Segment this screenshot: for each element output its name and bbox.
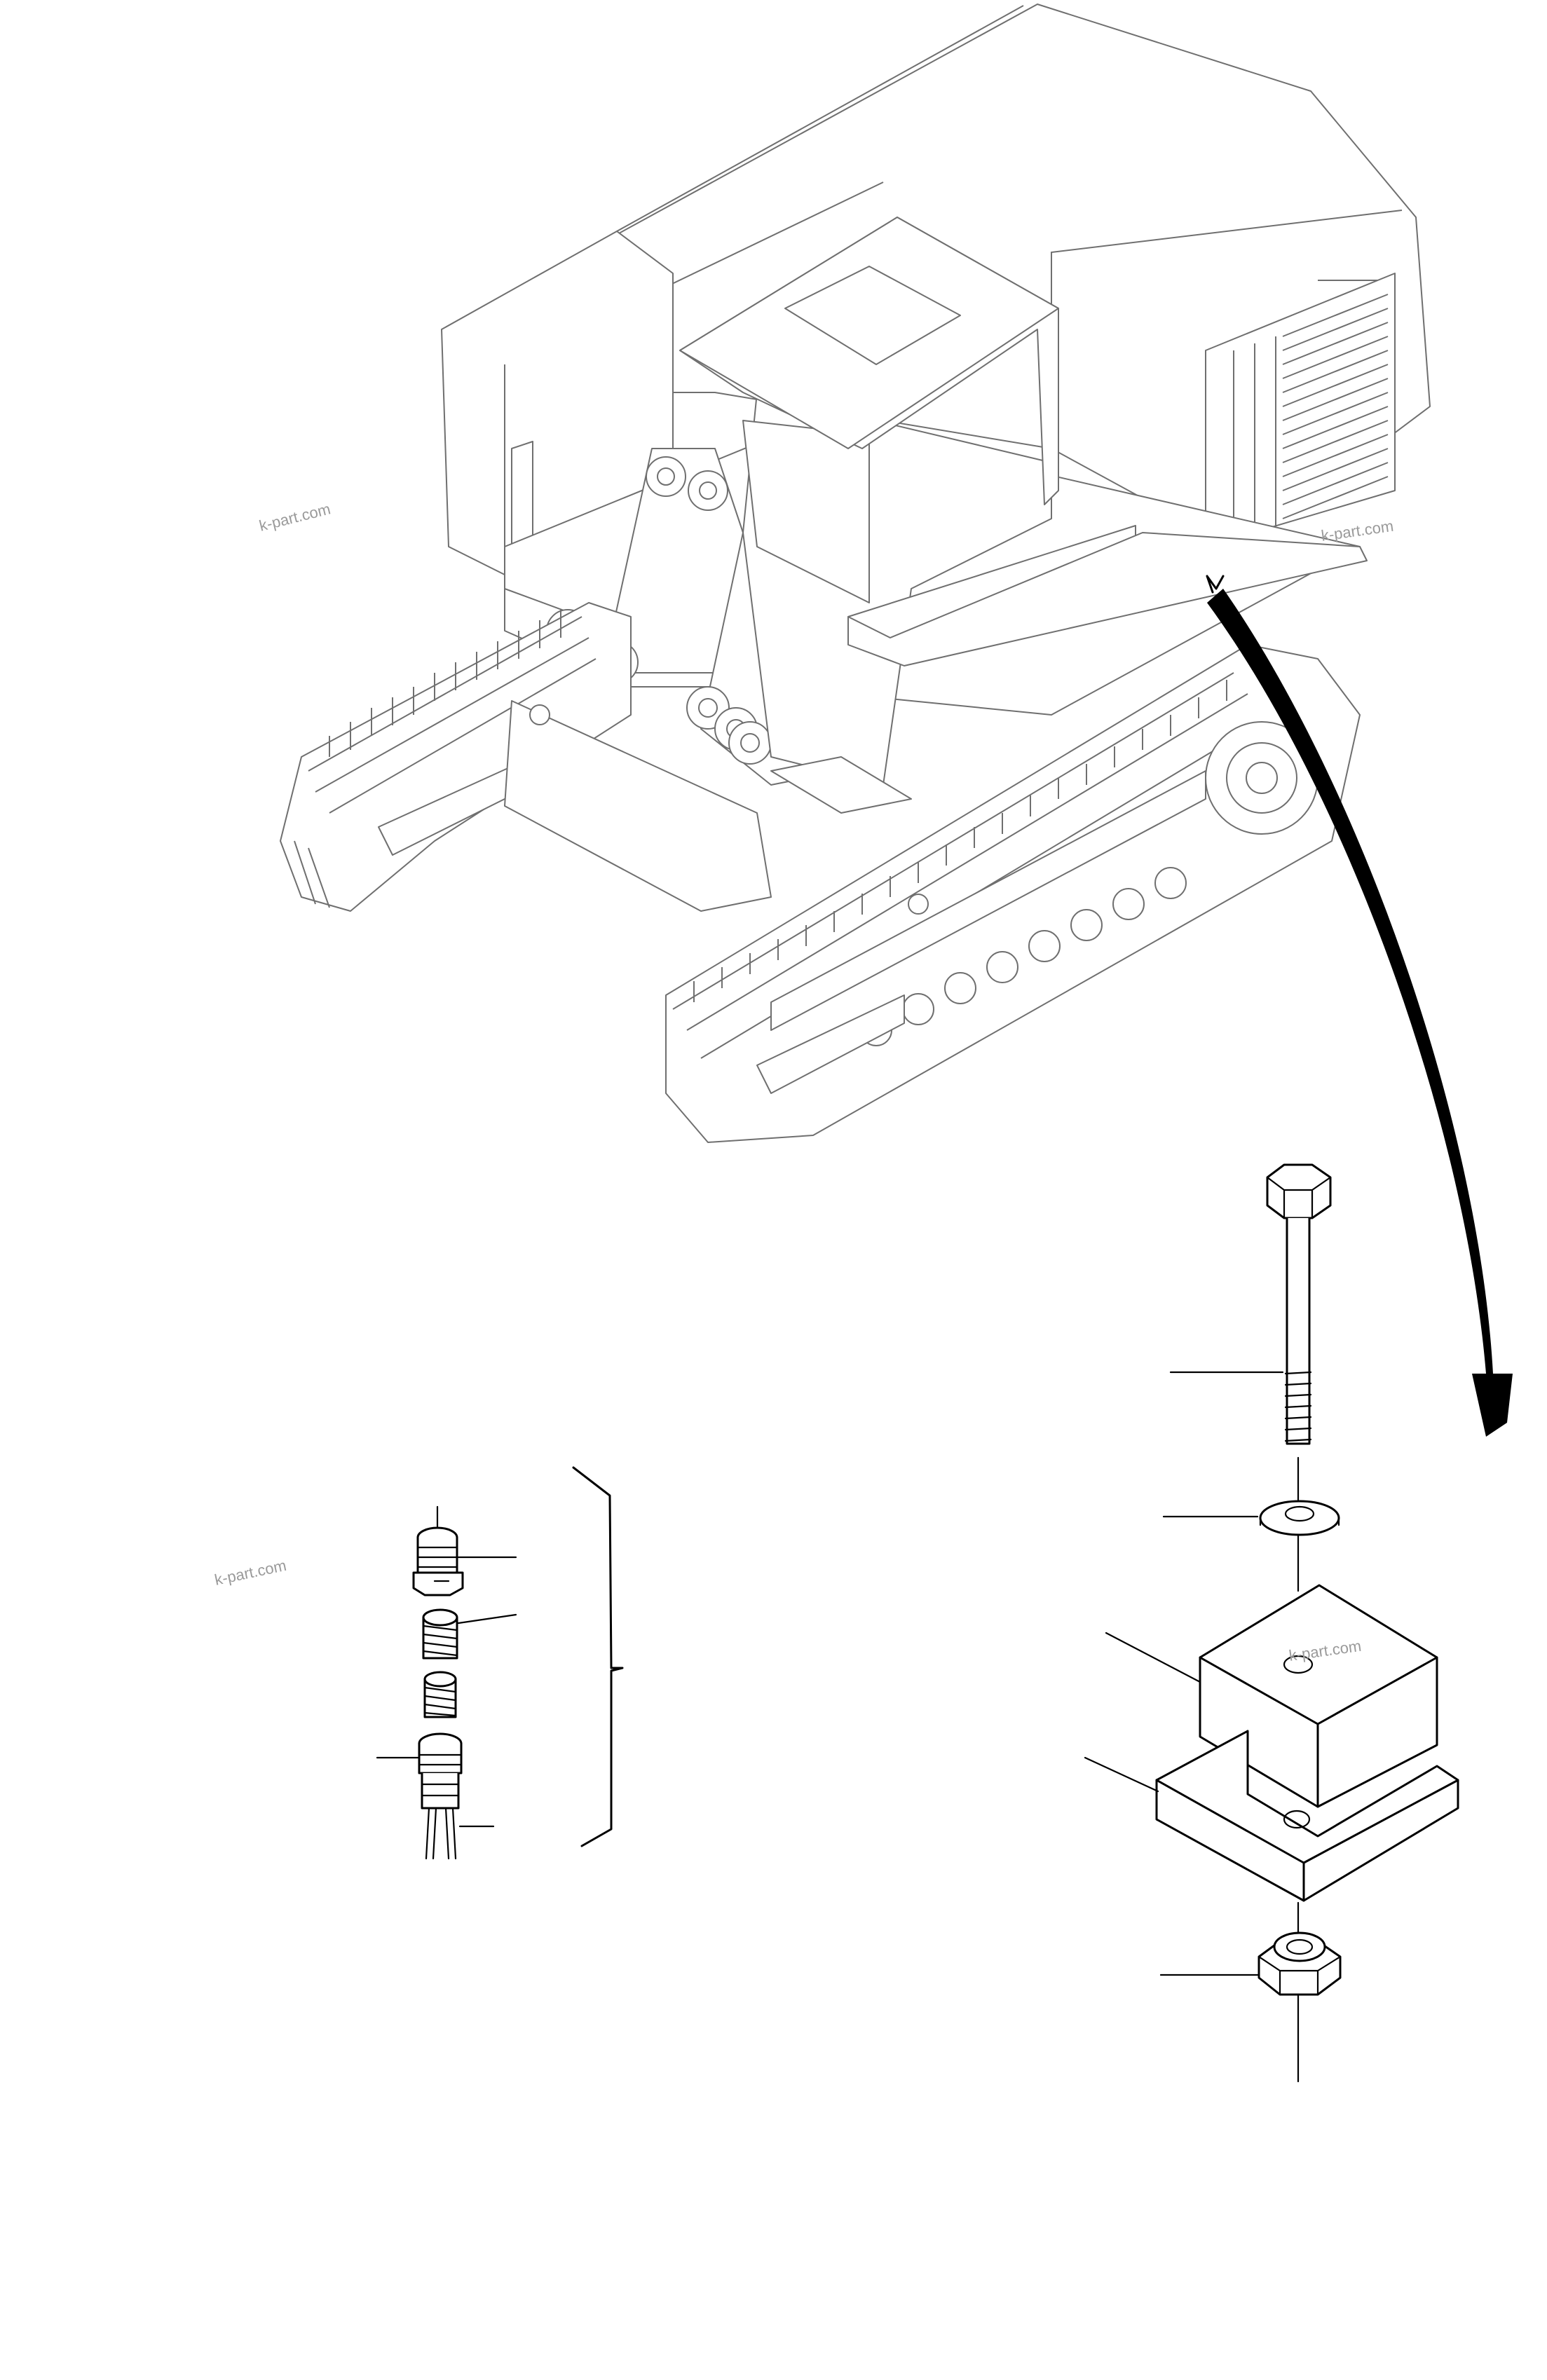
hex-bolt — [1169, 1163, 1332, 1445]
right-crawler-track — [665, 644, 1361, 1143]
rubber-mount-block — [1105, 1584, 1438, 1808]
base-plate — [1084, 1730, 1459, 1902]
lock-nut — [1159, 1931, 1342, 1996]
watermark-1: k-part.com — [257, 500, 332, 534]
radiator-grille — [1205, 273, 1396, 547]
flat-washer — [1162, 1500, 1340, 1536]
spring-lower — [423, 1671, 457, 1718]
operator-cab — [679, 217, 1368, 786]
mount-detail — [1084, 1163, 1459, 2083]
connector-assembly — [376, 1466, 624, 1860]
spring-upper — [422, 1608, 517, 1660]
detail-callout-arrow — [1206, 575, 1513, 1437]
left-crawler-track — [280, 602, 632, 912]
watermark-2: k-part.com — [1320, 517, 1394, 545]
watermark-3: k-part.com — [213, 1557, 288, 1589]
excavator-overview — [280, 4, 1431, 1143]
connector-top — [412, 1526, 517, 1596]
connector-bottom — [376, 1732, 495, 1860]
